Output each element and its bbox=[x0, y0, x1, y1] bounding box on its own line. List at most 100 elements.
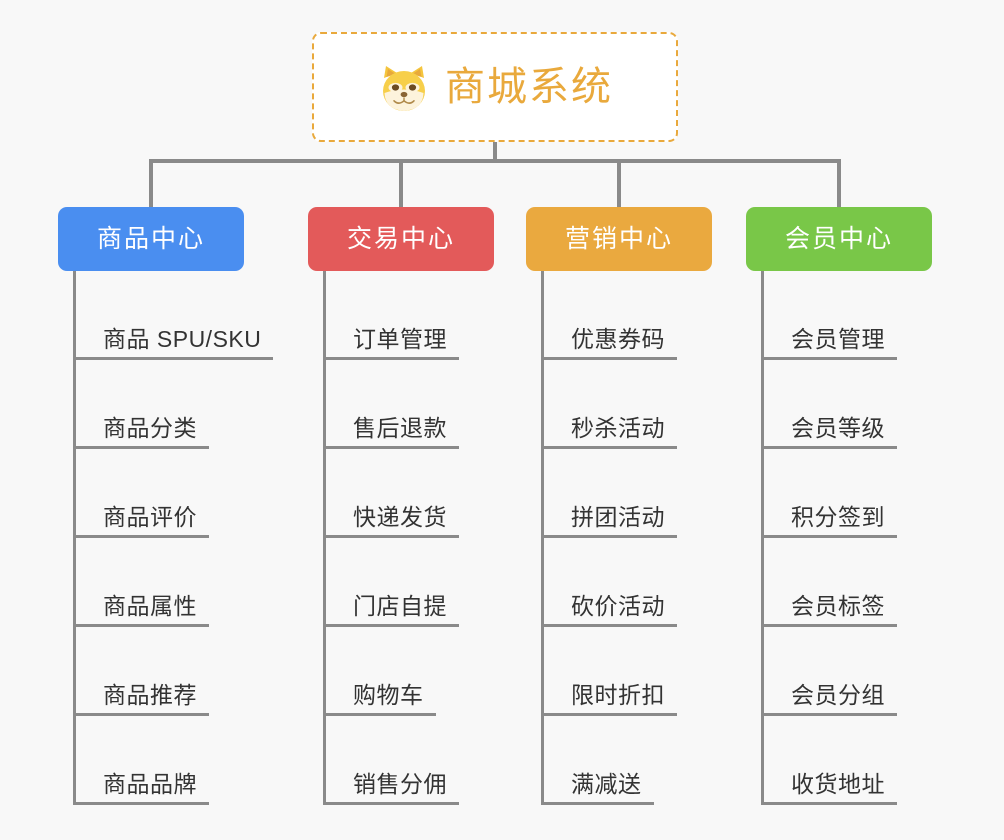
leaf-underline bbox=[541, 713, 677, 716]
leaf-underline bbox=[323, 446, 459, 449]
leaf-item[interactable]: 会员分组 bbox=[746, 627, 932, 716]
leaf-label: 订单管理 bbox=[353, 326, 447, 352]
leaf-list-product-center: 商品 SPU/SKU 商品分类 商品评价 商品属性 商品推荐 商品品牌 bbox=[58, 271, 273, 805]
leaf-label: 收货地址 bbox=[791, 771, 885, 797]
leaf-underline bbox=[323, 357, 459, 360]
leaf-list-trade-center: 订单管理 售后退款 快递发货 门店自提 购物车 销售分佣 bbox=[308, 271, 494, 805]
leaf-item[interactable]: 会员标签 bbox=[746, 538, 932, 627]
branch-header-label: 会员中心 bbox=[784, 224, 893, 253]
leaf-underline bbox=[761, 713, 897, 716]
leaf-label: 购物车 bbox=[353, 682, 424, 708]
leaf-label: 满减送 bbox=[571, 771, 642, 797]
root-title: 商城系统 bbox=[445, 65, 613, 109]
leaf-item[interactable]: 门店自提 bbox=[308, 538, 494, 627]
leaf-item[interactable]: 会员管理 bbox=[746, 271, 932, 360]
leaf-item[interactable]: 砍价活动 bbox=[526, 538, 712, 627]
leaf-item[interactable]: 优惠券码 bbox=[526, 271, 712, 360]
leaf-item[interactable]: 售后退款 bbox=[308, 360, 494, 449]
leaf-label: 积分签到 bbox=[791, 504, 885, 530]
leaf-label: 商品评价 bbox=[103, 504, 197, 530]
leaf-label: 会员管理 bbox=[791, 326, 885, 352]
leaf-label: 秒杀活动 bbox=[571, 415, 665, 441]
leaf-underline bbox=[541, 357, 677, 360]
leaf-underline bbox=[323, 535, 459, 538]
branch-header-member-center[interactable]: 会员中心 bbox=[746, 207, 932, 271]
leaf-label: 门店自提 bbox=[353, 593, 447, 619]
leaf-item[interactable]: 商品属性 bbox=[58, 538, 244, 627]
leaf-label: 商品推荐 bbox=[103, 682, 197, 708]
connector-drop-4 bbox=[837, 159, 841, 207]
leaf-label: 售后退款 bbox=[353, 415, 447, 441]
leaf-label: 砍价活动 bbox=[571, 593, 665, 619]
connector-drop-3 bbox=[617, 159, 621, 207]
branch-member-center: 会员中心 会员管理 会员等级 积分签到 会员标签 会员分组 bbox=[746, 207, 932, 805]
leaf-item[interactable]: 限时折扣 bbox=[526, 627, 712, 716]
connector-drop-2 bbox=[399, 159, 403, 207]
branch-header-product-center[interactable]: 商品中心 bbox=[58, 207, 244, 271]
leaf-list-member-center: 会员管理 会员等级 积分签到 会员标签 会员分组 收货地址 bbox=[746, 271, 932, 805]
branch-header-trade-center[interactable]: 交易中心 bbox=[308, 207, 494, 271]
branch-trade-center: 交易中心 订单管理 售后退款 快递发货 门店自提 购物车 bbox=[308, 207, 494, 805]
leaf-item[interactable]: 商品品牌 bbox=[58, 716, 244, 805]
leaf-label: 商品属性 bbox=[103, 593, 197, 619]
leaf-item[interactable]: 商品分类 bbox=[58, 360, 244, 449]
connector-root-stub bbox=[493, 142, 497, 163]
leaf-underline bbox=[73, 802, 209, 805]
leaf-rail bbox=[541, 271, 544, 805]
leaf-underline bbox=[761, 535, 897, 538]
leaf-label: 拼团活动 bbox=[571, 504, 665, 530]
leaf-item[interactable]: 快递发货 bbox=[308, 449, 494, 538]
leaf-label: 商品分类 bbox=[103, 415, 197, 441]
branch-product-center: 商品中心 商品 SPU/SKU 商品分类 商品评价 商品属性 商品推荐 bbox=[58, 207, 273, 805]
branch-marketing-center: 营销中心 优惠券码 秒杀活动 拼团活动 砍价活动 限时折扣 bbox=[526, 207, 712, 805]
leaf-underline bbox=[323, 802, 459, 805]
leaf-item[interactable]: 商品 SPU/SKU bbox=[58, 271, 273, 360]
leaf-label: 会员分组 bbox=[791, 682, 885, 708]
branch-header-label: 商品中心 bbox=[96, 224, 205, 253]
leaf-underline bbox=[761, 802, 897, 805]
leaf-label: 会员标签 bbox=[791, 593, 885, 619]
leaf-label: 会员等级 bbox=[791, 415, 885, 441]
leaf-list-marketing-center: 优惠券码 秒杀活动 拼团活动 砍价活动 限时折扣 满减送 bbox=[526, 271, 712, 805]
leaf-label: 商品 SPU/SKU bbox=[103, 326, 262, 352]
leaf-underline bbox=[73, 624, 209, 627]
branch-header-label: 营销中心 bbox=[564, 224, 673, 253]
leaf-item[interactable]: 拼团活动 bbox=[526, 449, 712, 538]
leaf-underline bbox=[761, 357, 897, 360]
leaf-rail bbox=[761, 271, 764, 805]
leaf-item[interactable]: 销售分佣 bbox=[308, 716, 494, 805]
leaf-item[interactable]: 商品推荐 bbox=[58, 627, 244, 716]
leaf-underline bbox=[541, 624, 677, 627]
connector-horizontal-bus bbox=[149, 159, 841, 163]
leaf-label: 限时折扣 bbox=[571, 682, 665, 708]
leaf-underline bbox=[73, 446, 209, 449]
leaf-item[interactable]: 积分签到 bbox=[746, 449, 932, 538]
branch-header-marketing-center[interactable]: 营销中心 bbox=[526, 207, 712, 271]
leaf-label: 商品品牌 bbox=[103, 771, 197, 797]
leaf-underline bbox=[541, 446, 677, 449]
leaf-underline bbox=[73, 535, 209, 538]
leaf-underline bbox=[761, 446, 897, 449]
leaf-underline bbox=[73, 713, 209, 716]
leaf-label: 快递发货 bbox=[353, 504, 447, 530]
leaf-underline bbox=[323, 624, 459, 627]
leaf-underline bbox=[541, 535, 677, 538]
leaf-item[interactable]: 购物车 bbox=[308, 627, 494, 716]
root-node[interactable]: 商城系统 bbox=[312, 32, 678, 142]
leaf-label: 优惠券码 bbox=[571, 326, 665, 352]
leaf-item[interactable]: 会员等级 bbox=[746, 360, 932, 449]
leaf-rail bbox=[73, 271, 76, 805]
leaf-underline bbox=[323, 713, 436, 716]
leaf-rail bbox=[323, 271, 326, 805]
leaf-item[interactable]: 商品评价 bbox=[58, 449, 244, 538]
leaf-underline bbox=[541, 802, 654, 805]
leaf-item[interactable]: 订单管理 bbox=[308, 271, 494, 360]
leaf-underline bbox=[761, 624, 897, 627]
leaf-item[interactable]: 满减送 bbox=[526, 716, 712, 805]
leaf-underline bbox=[73, 357, 273, 360]
leaf-item[interactable]: 秒杀活动 bbox=[526, 360, 712, 449]
leaf-item[interactable]: 收货地址 bbox=[746, 716, 932, 805]
leaf-label: 销售分佣 bbox=[353, 771, 447, 797]
branch-header-label: 交易中心 bbox=[346, 224, 455, 253]
